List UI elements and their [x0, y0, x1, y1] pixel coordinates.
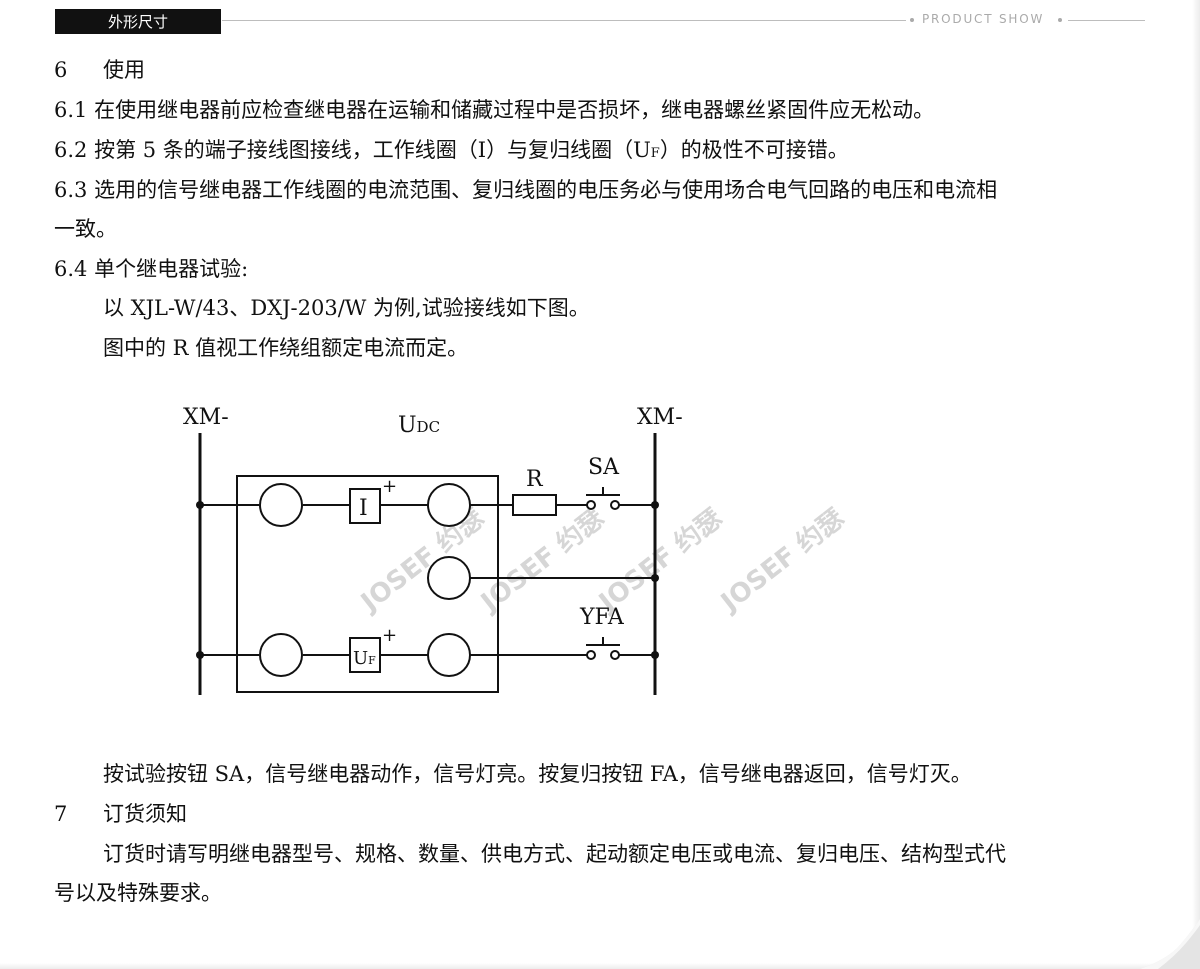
- page-edge-shadow-right: [1192, 0, 1200, 969]
- watermark-4: JOSEF 约瑟: [714, 503, 851, 619]
- para-6-2-sub: F: [650, 146, 660, 161]
- coil-uf-sub: F: [368, 654, 376, 667]
- sa-contact-right: [610, 500, 620, 510]
- terminal-top-left: [259, 483, 303, 527]
- coil-i-label: I: [359, 496, 368, 521]
- header-dot-right: [1058, 18, 1062, 22]
- label-r: R: [526, 467, 544, 492]
- para-6-2-text: 6.2 按第 5 条的端子接线图接线，工作线圈（I）与复归线圈（U: [54, 138, 651, 162]
- terminal-bottom-right: [427, 633, 471, 677]
- terminal-top-right: [427, 483, 471, 527]
- section-7-number: 7: [54, 802, 68, 826]
- page-edge-shadow-bottom: [0, 963, 1200, 969]
- header-dot-left: [910, 18, 914, 22]
- para-6-4-b: 图中的 R 值视工作绕组额定电流而定。: [103, 336, 469, 360]
- terminal-bottom-left: [259, 633, 303, 677]
- header-rule-right: [1068, 20, 1145, 21]
- yfa-contact-right: [610, 650, 620, 660]
- label-udc: UDC: [398, 413, 440, 438]
- junction-right-middle: [651, 574, 659, 582]
- para-6-2-end: ）的极性不可接错。: [659, 138, 849, 162]
- para-6-3-line1: 6.3 选用的信号继电器工作线圈的电流范围、复归线圈的电压务必与使用场合电气回路…: [54, 178, 998, 202]
- section-6-heading: 6 使用: [54, 60, 145, 81]
- coil-i: [349, 488, 381, 524]
- junction-left-bottom: [196, 651, 204, 659]
- yfa-contact-left: [586, 650, 596, 660]
- coil-uf-main: U: [353, 648, 368, 669]
- label-xm-right: XM-: [637, 405, 683, 430]
- page-curl-icon: [1140, 919, 1200, 969]
- coil-uf-label: UF: [353, 648, 376, 669]
- plus-sign-i: +: [382, 476, 397, 497]
- header-tab: 外形尺寸: [55, 9, 221, 34]
- section-7-title: 订货须知: [103, 802, 187, 826]
- resistor-r: [512, 494, 557, 516]
- plus-sign-uf: +: [382, 625, 397, 646]
- para-6-1: 6.1 在使用继电器前应检查继电器在运输和储藏过程中是否损坏，继电器螺丝紧固件应…: [54, 98, 935, 122]
- para-6-3-line2: 一致。: [54, 217, 117, 241]
- para-7-line2: 号以及特殊要求。: [54, 881, 222, 905]
- junction-right-top: [651, 501, 659, 509]
- para-after-diagram: 按试验按钮 SA，信号继电器动作，信号灯亮。按复归按钮 FA，信号继电器返回，信…: [103, 762, 972, 786]
- terminal-middle: [427, 556, 471, 600]
- label-yfa: YFA: [579, 605, 625, 630]
- junction-right-bottom: [651, 651, 659, 659]
- watermark-3: JOSEF 约瑟: [592, 503, 729, 619]
- label-xm-left: XM-: [183, 405, 229, 430]
- para-6-4-a: 以 XJL-W/43、DXJ-203/W 为例,试验接线如下图。: [103, 296, 590, 320]
- label-udc-sub: DC: [417, 418, 441, 436]
- junction-left-top: [196, 501, 204, 509]
- section-6-number: 6: [54, 58, 68, 82]
- sa-contact-left: [586, 500, 596, 510]
- para-6-2: 6.2 按第 5 条的端子接线图接线，工作线圈（I）与复归线圈（UF）的极性不可…: [54, 140, 849, 161]
- watermark-2: JOSEF 约瑟: [474, 503, 611, 619]
- section-6-title: 使用: [103, 58, 145, 82]
- section-7-heading: 7 订货须知: [54, 804, 187, 825]
- header-rule: [222, 20, 906, 21]
- label-sa: SA: [588, 455, 620, 480]
- header-caption: PRODUCT SHOW: [922, 12, 1045, 26]
- label-udc-main: U: [398, 413, 417, 438]
- para-7-line1: 订货时请写明继电器型号、规格、数量、供电方式、起动额定电压或电流、复归电压、结构…: [103, 842, 1006, 866]
- para-6-4: 6.4 单个继电器试验:: [54, 257, 249, 281]
- relay-box: [236, 475, 499, 693]
- watermark-group: JOSEF 约瑟 JOSEF 约瑟 JOSEF 约瑟 JOSEF 约瑟: [354, 503, 851, 619]
- coil-uf: [349, 637, 381, 673]
